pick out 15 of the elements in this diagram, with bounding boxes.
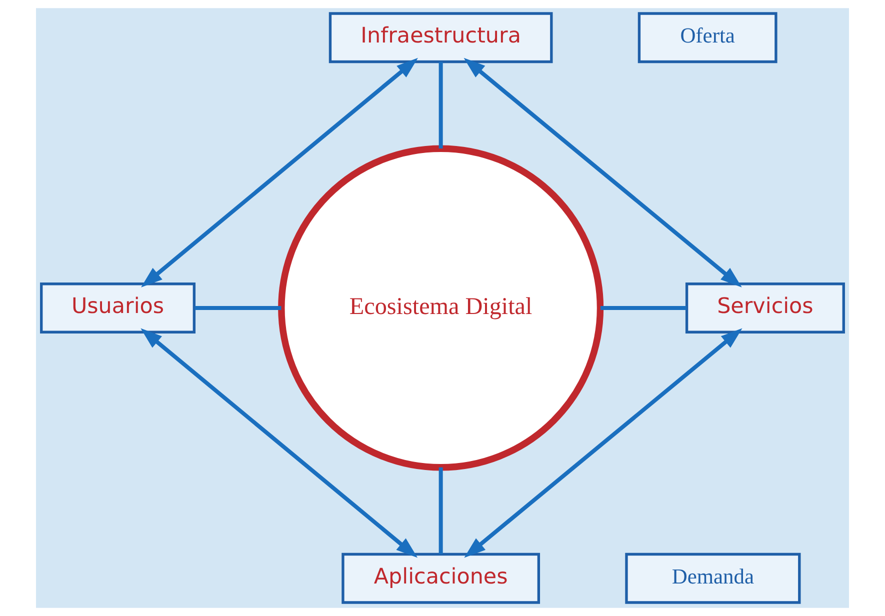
node-box: Usuarios: [40, 282, 196, 334]
connector: [600, 306, 687, 310]
node-box: Infraestructura: [328, 12, 553, 64]
arrow: [464, 328, 742, 558]
node-box: Demanda: [625, 552, 801, 604]
arrow: [141, 58, 418, 288]
arrow: [140, 328, 418, 558]
connector: [438, 467, 443, 554]
connector: [438, 62, 443, 149]
node-box: Aplicaciones: [342, 552, 540, 604]
connector: [194, 306, 282, 310]
node-circle: Ecosistema Digital: [278, 145, 604, 471]
node-box: Oferta: [638, 12, 778, 64]
node-box: Servicios: [685, 282, 845, 334]
arrow: [464, 58, 742, 288]
